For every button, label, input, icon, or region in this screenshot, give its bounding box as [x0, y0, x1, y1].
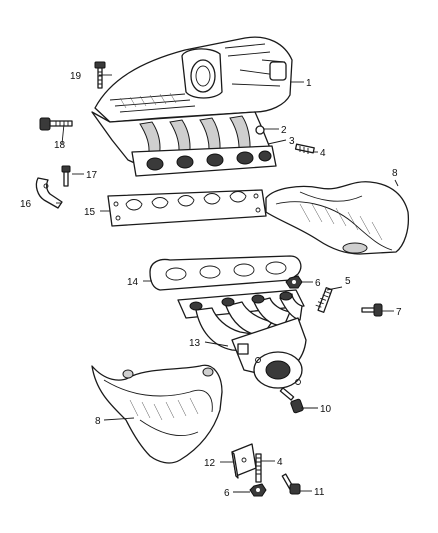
callout-labels: 1 2 3 4 8 19 18 17 16 15 14 6 5 7 13 8 1…: [20, 71, 402, 499]
nut-6-upper: [285, 275, 303, 289]
callout-5: 5: [345, 276, 351, 287]
callout-3: 3: [289, 136, 295, 147]
callout-12: 12: [204, 458, 216, 469]
callout-11: 11: [314, 487, 325, 498]
bolt-18: [39, 117, 73, 131]
bolt-17: [61, 165, 71, 187]
callout-7: 7: [396, 307, 402, 318]
leader-lines: [56, 74, 399, 493]
bracket-12: [231, 443, 257, 479]
callout-10: 10: [320, 404, 332, 415]
heat-shield-8-upper: [265, 181, 410, 255]
callout-6-lower: 6: [224, 488, 230, 499]
nut-6-lower: [249, 483, 267, 497]
callout-8-upper: 8: [392, 168, 398, 179]
intake-gasket-15: [107, 189, 267, 227]
callout-6-upper: 6: [315, 278, 321, 289]
callout-1: 1: [306, 78, 312, 89]
stud-3-4: [294, 143, 315, 154]
callout-19: 19: [70, 71, 82, 82]
bolt-19: [94, 61, 106, 89]
callout-15: 15: [84, 207, 96, 218]
heat-shield-8-lower: [91, 364, 223, 464]
stud-4-lower: [255, 453, 262, 483]
callout-2: 2: [281, 125, 287, 136]
bolt-7: [361, 303, 383, 317]
callout-17: 17: [86, 170, 98, 181]
bolt-11: [281, 473, 301, 495]
stud-5: [315, 287, 333, 313]
exhaust-manifold-13: [177, 289, 307, 389]
callout-16: 16: [20, 199, 32, 210]
callout-14: 14: [127, 277, 139, 288]
callout-13: 13: [189, 338, 201, 349]
exhaust-gasket-14: [149, 255, 302, 291]
callout-8-lower: 8: [95, 416, 101, 427]
callout-18: 18: [54, 140, 66, 151]
callout-4-upper: 4: [320, 148, 326, 159]
intake-manifold: [91, 36, 293, 177]
bolt-10: [279, 387, 304, 414]
callout-4-lower: 4: [277, 457, 283, 468]
bracket-16: [35, 177, 63, 209]
